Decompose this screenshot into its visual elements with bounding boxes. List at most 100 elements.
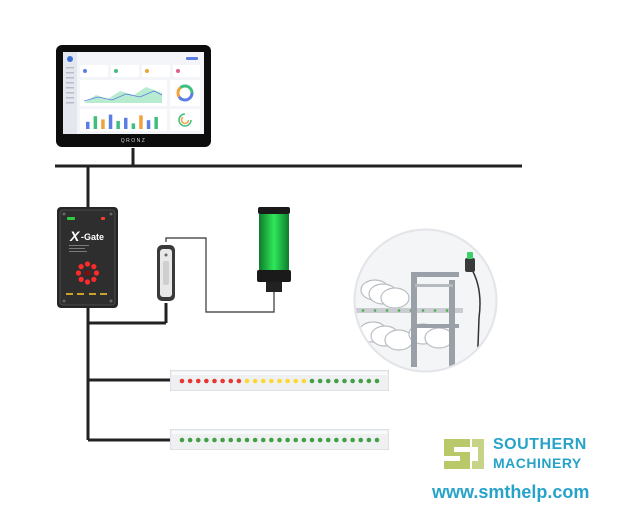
xgate-controller: X -Gate — [57, 207, 118, 308]
stack-light-base — [257, 270, 291, 282]
ring-led — [78, 264, 84, 270]
dashboard-bar — [146, 120, 151, 129]
strip-led — [374, 378, 380, 384]
strip-led — [269, 437, 274, 443]
strip-led — [301, 437, 307, 443]
dashboard-bar — [93, 116, 98, 129]
dashboard-donut-panel — [170, 80, 200, 106]
monitor: QRONZ — [56, 45, 211, 147]
strip-led — [269, 378, 274, 384]
company-name-line2: MACHINERY — [493, 455, 582, 471]
strip-led — [293, 378, 299, 384]
company-logo-icon — [444, 439, 484, 469]
dashboard-bar — [154, 117, 158, 129]
strip-led — [374, 437, 380, 443]
strip-led — [220, 378, 225, 384]
strip-led — [244, 378, 250, 384]
smart-rack-closeup — [353, 228, 498, 373]
strip-led — [350, 378, 355, 384]
company-branding: SOUTHERN MACHINERY www.smthelp.com — [432, 432, 610, 507]
strip-led — [204, 437, 209, 443]
rack-frame — [411, 272, 459, 370]
strip-led — [334, 378, 339, 384]
strip-led — [334, 437, 339, 443]
strip-led — [366, 437, 372, 443]
strip-led — [212, 437, 217, 443]
dashboard-bar-chart — [86, 114, 158, 129]
monitor-brand: QRONZ — [121, 138, 147, 144]
led-strip-mixed — [169, 369, 390, 392]
strip-led — [260, 378, 266, 384]
dashboard-button — [186, 57, 198, 60]
strip-led — [285, 437, 290, 443]
xgate-logo-x: X — [69, 228, 81, 244]
ring-led — [75, 270, 82, 276]
strip-led — [212, 378, 217, 384]
ring-led — [93, 270, 100, 276]
strip-led — [358, 378, 364, 384]
strip-led — [325, 437, 331, 443]
strip-led — [325, 378, 331, 384]
xgate-bottom-labels — [66, 293, 107, 295]
dashboard-bar — [86, 121, 90, 129]
strip-led — [179, 437, 185, 443]
dashboard-bar — [139, 115, 143, 129]
screw-icon — [109, 212, 113, 216]
strip-led — [220, 437, 225, 443]
screw-icon — [109, 299, 113, 303]
strip-led — [366, 378, 372, 384]
strip-led — [285, 378, 290, 384]
screw-icon — [62, 299, 66, 303]
strip-led — [317, 437, 323, 443]
strip-led — [309, 437, 315, 443]
stack-light — [254, 205, 294, 295]
strip-led — [187, 437, 193, 443]
dashboard-bar — [116, 121, 120, 129]
dashboard-bar — [108, 114, 113, 129]
ring-led — [78, 276, 84, 282]
strip-led — [187, 378, 193, 384]
strip-led — [277, 437, 282, 443]
ring-led — [91, 276, 97, 282]
strip-led — [277, 378, 282, 384]
rack-sensor-body — [465, 258, 475, 272]
strip-led — [252, 378, 258, 384]
dashboard-nav-items — [66, 67, 74, 104]
strip-led — [260, 437, 266, 443]
sensor-module — [156, 243, 176, 303]
strip-led — [350, 437, 355, 443]
ring-led — [84, 261, 91, 267]
sensor-led-icon — [164, 253, 168, 257]
strip-led — [293, 437, 299, 443]
dashboard-bar-panel — [80, 109, 167, 131]
status-led-top-left — [67, 217, 75, 220]
strip-led — [195, 437, 201, 443]
strip-led — [309, 378, 315, 384]
ring-led — [84, 279, 91, 285]
dashboard-stat-cards — [80, 65, 200, 77]
dashboard-bar — [101, 119, 105, 129]
strip-led — [179, 378, 185, 384]
led-strip-green — [169, 428, 390, 451]
sensor-cable — [470, 267, 481, 371]
strip-led — [228, 437, 234, 443]
strip-led — [244, 437, 250, 443]
sensor-to-light-cable — [165, 237, 275, 313]
strip-led — [204, 378, 209, 384]
dashboard-radial-chart — [178, 113, 192, 127]
strip-led — [195, 378, 201, 384]
ring-led — [91, 264, 97, 270]
company-name-line1: SOUTHERN — [493, 436, 587, 453]
cable-lines — [55, 148, 522, 442]
stack-light-cap — [258, 207, 290, 214]
strip-led — [236, 437, 242, 443]
company-website-link[interactable]: www.smthelp.com — [432, 482, 590, 502]
thin-cables — [165, 237, 275, 313]
rack-sensor-led — [467, 252, 473, 259]
strip-led — [236, 378, 242, 384]
screw-icon — [62, 212, 66, 216]
xgate-fine-print — [69, 245, 89, 252]
strip-led — [342, 378, 347, 384]
dashboard-bar — [124, 117, 128, 129]
dashboard-bar — [131, 123, 136, 129]
